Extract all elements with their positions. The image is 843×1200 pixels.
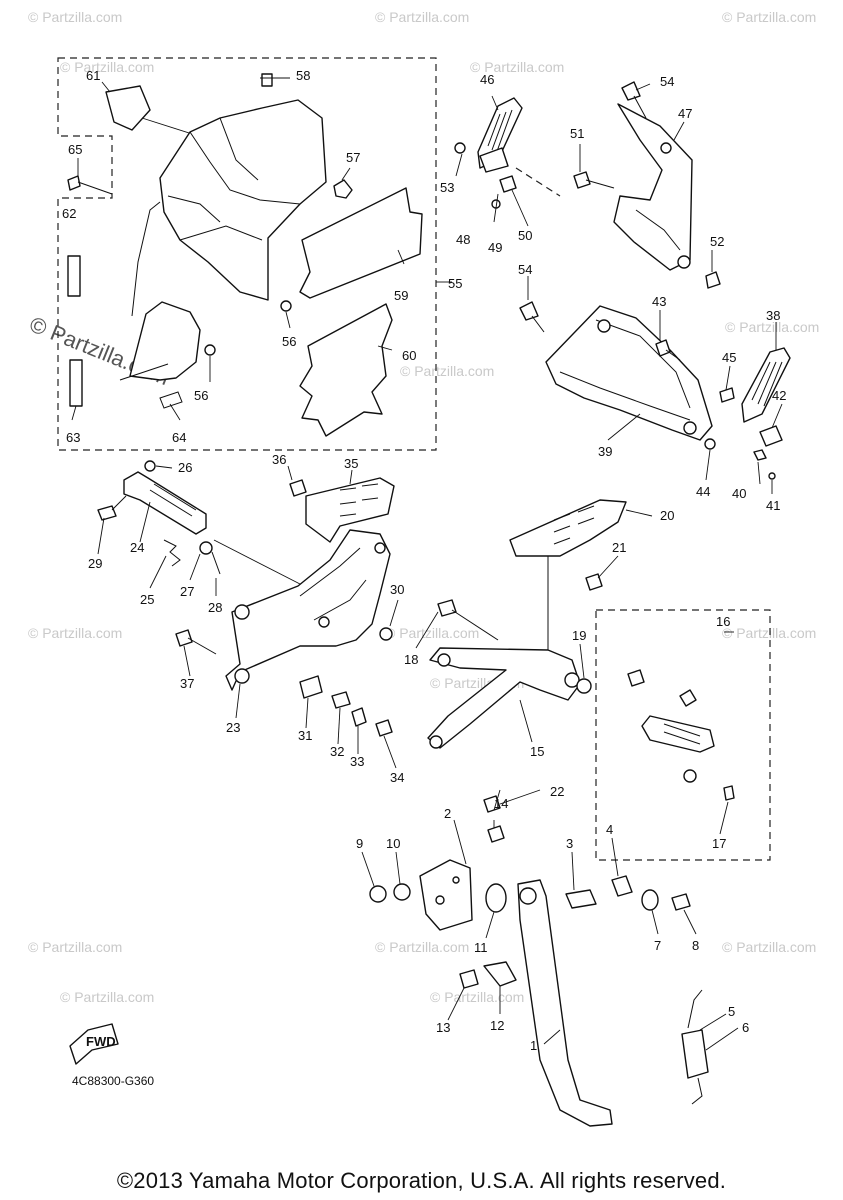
callout-39: 39 [598,444,612,459]
callout-64: 64 [172,430,186,445]
drawing-code: 4C88300-G360 [72,1074,155,1088]
callout-28: 28 [208,600,222,615]
callout-23: 23 [226,720,240,735]
callout-47: 47 [678,106,692,121]
watermark: © Partzilla.com [400,363,494,379]
callout-52: 52 [710,234,724,249]
rear-bracket-group [427,499,771,861]
callout-41: 41 [766,498,780,513]
callout-1: 1 [530,1038,537,1053]
watermark: © Partzilla.com [28,9,122,25]
callout-29: 29 [88,556,102,571]
callout-50: 50 [518,228,532,243]
sidestand-group [369,825,709,1127]
callout-33: 33 [350,754,364,769]
callout-leaders [71,77,783,1051]
watermark: © Partzilla.com [430,989,524,1005]
callout-51: 51 [570,126,584,141]
callout-4: 4 [606,822,613,837]
callout-49: 49 [488,240,502,255]
callout-19: 19 [572,628,586,643]
callout-9: 9 [356,836,363,851]
callout-27: 27 [180,584,194,599]
callout-14: 14 [494,796,508,811]
cover-assembly-group [57,57,452,451]
callout-65: 65 [68,142,82,157]
callout-13: 13 [436,1020,450,1035]
watermark-group: © Partzilla.com © Partzilla.com © Partzi… [26,9,819,1005]
callout-11: 11 [474,940,488,955]
callout-22: 22 [550,784,564,799]
callout-8: 8 [692,938,699,953]
fwd-arrow-icon: FWD [69,1023,119,1065]
callout-63: 63 [66,430,80,445]
callout-62: 62 [62,206,76,221]
callout-24: 24 [130,540,144,555]
callout-55: 55 [448,276,462,291]
callout-44: 44 [696,484,710,499]
callout-7: 7 [654,938,661,953]
callout-40: 40 [732,486,746,501]
callout-5: 5 [728,1004,735,1019]
callout-42: 42 [772,388,786,403]
fwd-label: FWD [86,1034,116,1049]
callout-56: 56 [282,334,296,349]
callout-56: 56 [194,388,208,403]
callout-54: 54 [518,262,532,277]
front-bracket-group [97,460,395,737]
callout-43: 43 [652,294,666,309]
watermark: © Partzilla.com [722,9,816,25]
callout-20: 20 [660,508,674,523]
copyright-notice: ©2013 Yamaha Motor Corporation, U.S.A. A… [116,1168,727,1193]
watermark: © Partzilla.com [60,989,154,1005]
rear-footrest-group [454,81,791,480]
callout-46: 46 [480,72,494,87]
callout-labels: 1 2 3 4 5 6 7 8 9 10 11 12 13 14 15 16 1… [62,68,786,1053]
callout-21: 21 [612,540,626,555]
callout-31: 31 [298,728,312,743]
callout-59: 59 [394,288,408,303]
callout-25: 25 [140,592,154,607]
watermark: © Partzilla.com [725,319,819,335]
watermark: © Partzilla.com [375,939,469,955]
watermark: © Partzilla.com [60,59,154,75]
callout-17: 17 [712,836,726,851]
callout-32: 32 [330,744,344,759]
callout-36: 36 [272,452,286,467]
callout-16: 16 [716,614,730,629]
callout-61: 61 [86,68,100,83]
watermark: © Partzilla.com [28,939,122,955]
callout-57: 57 [346,150,360,165]
callout-30: 30 [390,582,404,597]
callout-48: 48 [456,232,470,247]
callout-38: 38 [766,308,780,323]
callout-6: 6 [742,1020,749,1035]
watermark: © Partzilla.com [722,939,816,955]
callout-45: 45 [722,350,736,365]
watermark: © Partzilla.com [470,59,564,75]
callout-60: 60 [402,348,416,363]
callout-2: 2 [444,806,451,821]
callout-15: 15 [530,744,544,759]
callout-58: 58 [296,68,310,83]
callout-26: 26 [178,460,192,475]
callout-53: 53 [440,180,454,195]
callout-10: 10 [386,836,400,851]
callout-54: 54 [660,74,674,89]
watermark: © Partzilla.com [375,9,469,25]
watermark: © Partzilla.com [722,625,816,641]
callout-37: 37 [180,676,194,691]
callout-34: 34 [390,770,404,785]
watermark: © Partzilla.com [385,625,479,641]
callout-18: 18 [404,652,418,667]
callout-3: 3 [566,836,573,851]
callout-35: 35 [344,456,358,471]
watermark: © Partzilla.com [28,625,122,641]
callout-12: 12 [490,1018,504,1033]
